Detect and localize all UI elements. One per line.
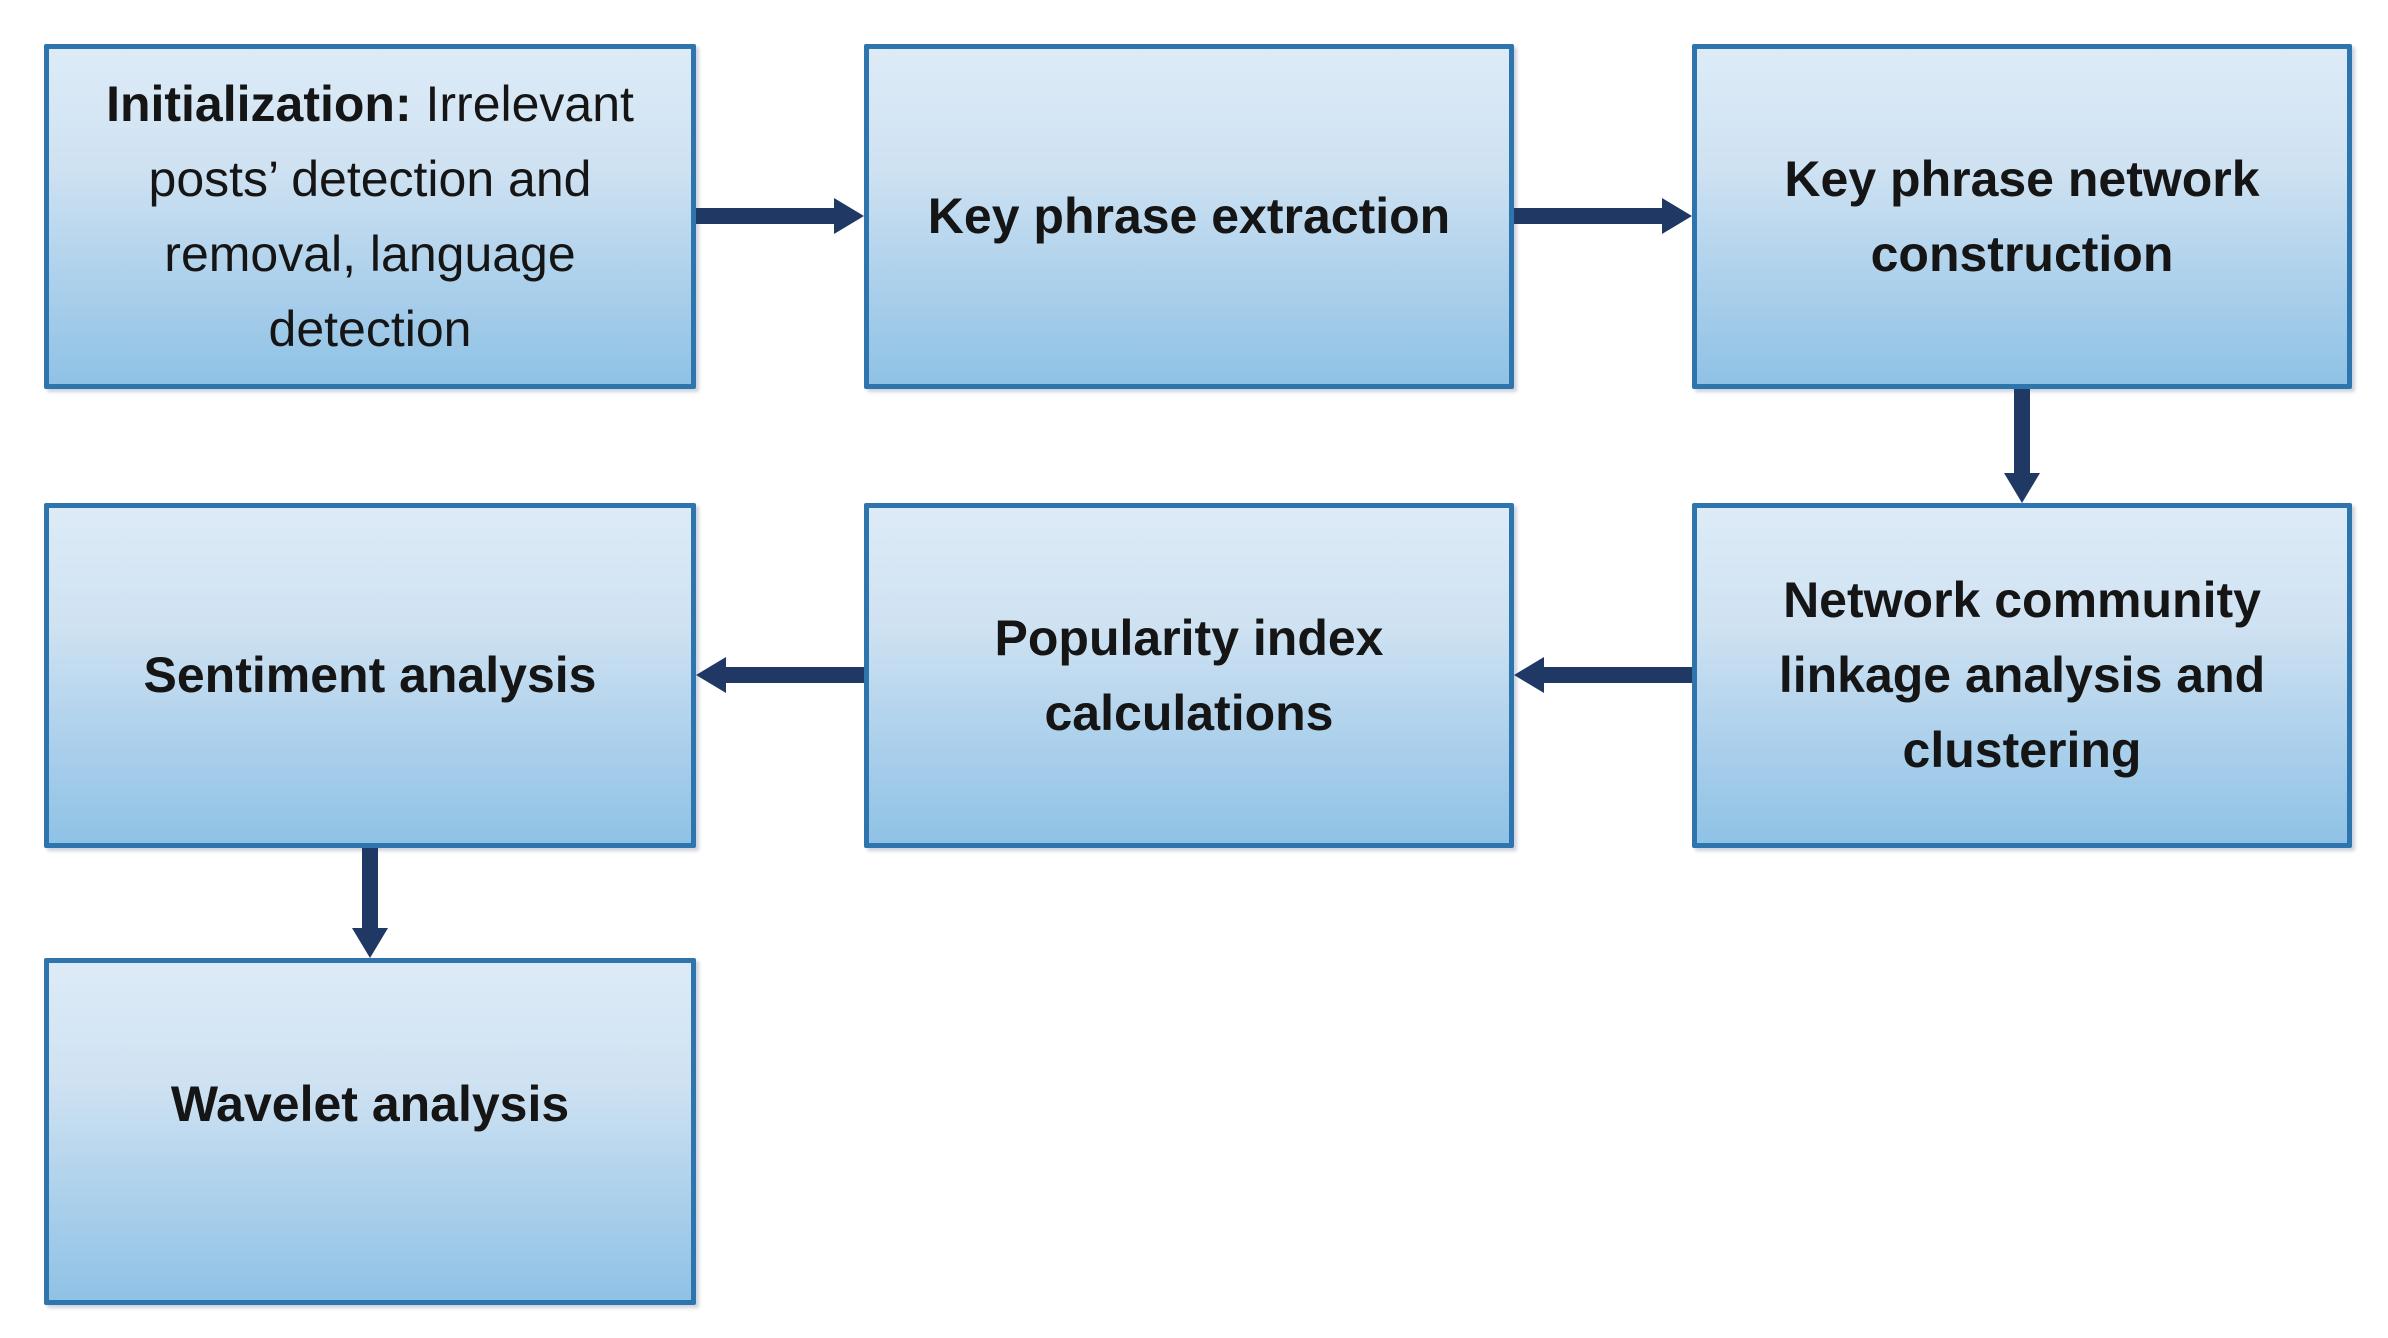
- connector-shaft: [1514, 208, 1664, 224]
- node-wavelet-analysis-label: Wavelet analysis: [170, 1075, 570, 1132]
- connector-shaft: [1544, 667, 1692, 683]
- arrowhead-right-icon: [834, 198, 864, 234]
- arrowhead-right-icon: [1662, 198, 1692, 234]
- node-initialization-rest-text: Irrelevant posts’ detection and removal,…: [148, 75, 634, 357]
- connector-shaft: [2014, 389, 2030, 475]
- node-popularity-index-calculations: Popularity index calculations: [864, 503, 1514, 848]
- arrowhead-down-icon: [352, 928, 388, 958]
- node-network-community-clustering-label: Network community linkage analysis and c…: [1778, 572, 2266, 778]
- connector-shaft: [696, 208, 836, 224]
- node-key-phrase-extraction: Key phrase extraction: [864, 44, 1514, 389]
- node-initialization-label: Initialization: Irrelevant posts’ detect…: [106, 67, 634, 367]
- node-initialization-bold-text: Initialization:: [106, 75, 412, 132]
- node-sentiment-analysis-label: Sentiment analysis: [143, 647, 597, 703]
- arrowhead-left-icon: [1514, 657, 1544, 693]
- arrowhead-left-icon: [696, 657, 726, 693]
- node-key-phrase-network-construction-label: Key phrase network construction: [1784, 150, 2260, 282]
- node-key-phrase-extraction-label: Key phrase extraction: [927, 188, 1451, 244]
- node-initialization: Initialization: Irrelevant posts’ detect…: [44, 44, 696, 389]
- node-popularity-index-calculations-label: Popularity index calculations: [994, 609, 1384, 741]
- node-network-community-clustering: Network community linkage analysis and c…: [1692, 503, 2352, 848]
- arrowhead-down-icon: [2004, 473, 2040, 503]
- connector-shaft: [726, 667, 864, 683]
- node-key-phrase-network-construction: Key phrase network construction: [1692, 44, 2352, 389]
- connector-shaft: [362, 848, 378, 930]
- node-sentiment-analysis: Sentiment analysis: [44, 503, 696, 848]
- node-wavelet-analysis: Wavelet analysis: [44, 958, 696, 1305]
